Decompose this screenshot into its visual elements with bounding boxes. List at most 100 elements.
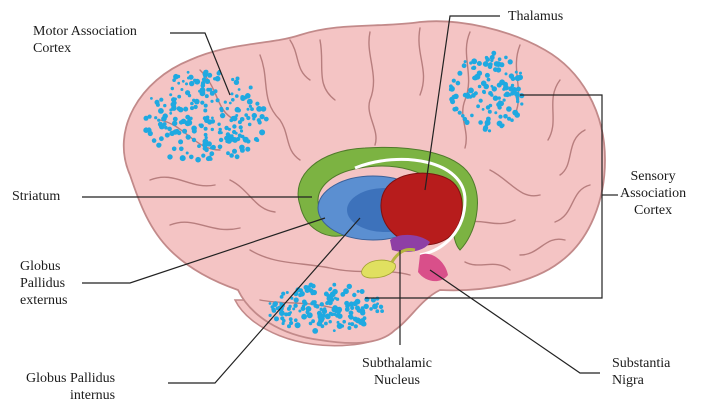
- cortex-dot: [187, 71, 190, 74]
- cortex-dot: [357, 290, 360, 293]
- cortex-dot: [284, 312, 288, 316]
- cortex-dot: [333, 329, 336, 332]
- cortex-dot: [194, 79, 200, 85]
- cortex-dot: [287, 307, 291, 311]
- cortex-dot: [352, 293, 356, 297]
- cortex-dot: [520, 102, 523, 105]
- cortex-dot: [182, 129, 187, 134]
- label-line: Subthalamic: [362, 355, 432, 372]
- cortex-dot: [294, 318, 298, 322]
- cortex-dot: [511, 76, 516, 81]
- cortex-dot: [324, 322, 328, 326]
- cortex-dot: [188, 75, 193, 80]
- cortex-dot: [483, 127, 488, 132]
- cortex-dot: [235, 107, 241, 113]
- cortex-dot: [245, 147, 250, 152]
- cortex-dot: [375, 309, 379, 313]
- cortex-dot: [369, 307, 373, 311]
- cortex-dot: [261, 107, 265, 111]
- cortex-dot: [337, 314, 342, 319]
- cortex-dot: [470, 114, 474, 118]
- cortex-dot: [313, 300, 317, 304]
- cortex-dot: [169, 131, 174, 136]
- cortex-dot: [298, 293, 302, 297]
- cortex-dot: [210, 91, 215, 96]
- label-line: Nucleus: [362, 372, 432, 389]
- cortex-dot: [156, 143, 161, 148]
- cortex-dot: [364, 304, 369, 309]
- cortex-dot: [201, 81, 205, 85]
- cortex-dot: [226, 107, 229, 110]
- cortex-dot: [452, 107, 457, 112]
- cortex-dot: [254, 114, 257, 117]
- cortex-dot: [229, 153, 234, 158]
- cortex-dot: [493, 67, 498, 72]
- cortex-dot: [301, 306, 306, 311]
- cortex-dot: [248, 123, 252, 127]
- cortex-dot: [179, 147, 184, 152]
- cortex-dot: [173, 105, 176, 108]
- cortex-dot: [306, 306, 312, 312]
- cortex-dot: [224, 136, 229, 141]
- cortex-dot: [157, 119, 160, 122]
- cortex-dot: [189, 155, 194, 160]
- cortex-dot: [298, 310, 301, 313]
- cortex-dot: [450, 98, 454, 102]
- cortex-dot: [256, 138, 260, 142]
- cortex-dot: [206, 88, 210, 92]
- cortex-dot: [304, 285, 309, 290]
- cortex-dot: [457, 71, 462, 76]
- cortex-dot: [215, 76, 221, 82]
- cortex-dot: [328, 294, 334, 300]
- label-subthalamic-nucleus: Subthalamic Nucleus: [362, 355, 432, 389]
- cortex-dot: [355, 306, 360, 311]
- cortex-dot: [336, 309, 341, 314]
- cortex-dot: [206, 156, 211, 161]
- cortex-dot: [232, 116, 238, 122]
- cortex-dot: [322, 313, 326, 317]
- label-globus-pallidus-externus: Globus Pallidus externus: [20, 258, 67, 309]
- cortex-dot: [234, 80, 239, 85]
- label-line: Globus: [20, 258, 67, 275]
- cortex-dot: [180, 88, 183, 91]
- cortex-dot: [345, 307, 350, 312]
- cortex-dot: [226, 151, 230, 155]
- cortex-dot: [280, 295, 284, 299]
- label-line: Cortex: [33, 40, 137, 57]
- cortex-dot: [462, 63, 467, 68]
- label-line: internus: [26, 387, 115, 404]
- cortex-dot: [232, 124, 236, 128]
- cortex-dot: [203, 109, 207, 113]
- cortex-dot: [155, 100, 160, 105]
- cortex-dot: [235, 154, 240, 159]
- cortex-dot: [476, 104, 480, 108]
- cortex-dot: [488, 110, 492, 114]
- cortex-dot: [148, 115, 152, 119]
- cortex-dot: [315, 305, 319, 309]
- cortex-dot: [497, 121, 503, 127]
- cortex-dot: [468, 88, 474, 94]
- cortex-dot: [478, 120, 483, 125]
- cortex-dot: [452, 79, 456, 83]
- cortex-dot: [269, 314, 272, 317]
- cortex-dot: [199, 124, 202, 127]
- cortex-dot: [494, 61, 500, 67]
- label-line: Association: [620, 185, 686, 202]
- cortex-dot: [264, 117, 269, 122]
- cortex-dot: [515, 71, 518, 74]
- cortex-dot: [329, 320, 332, 323]
- cortex-dot: [292, 307, 295, 310]
- cortex-dot: [183, 107, 188, 112]
- cortex-dot: [204, 127, 208, 131]
- cortex-dot: [503, 99, 506, 102]
- cortex-dot: [169, 112, 172, 115]
- cortex-dot: [347, 326, 351, 330]
- cortex-dot: [148, 127, 151, 130]
- cortex-dot: [177, 75, 180, 78]
- cortex-dot: [496, 102, 501, 107]
- cortex-dot: [337, 323, 343, 329]
- cortex-dot: [217, 123, 220, 126]
- cortex-dot: [348, 322, 351, 325]
- label-line: Substantia: [612, 355, 670, 372]
